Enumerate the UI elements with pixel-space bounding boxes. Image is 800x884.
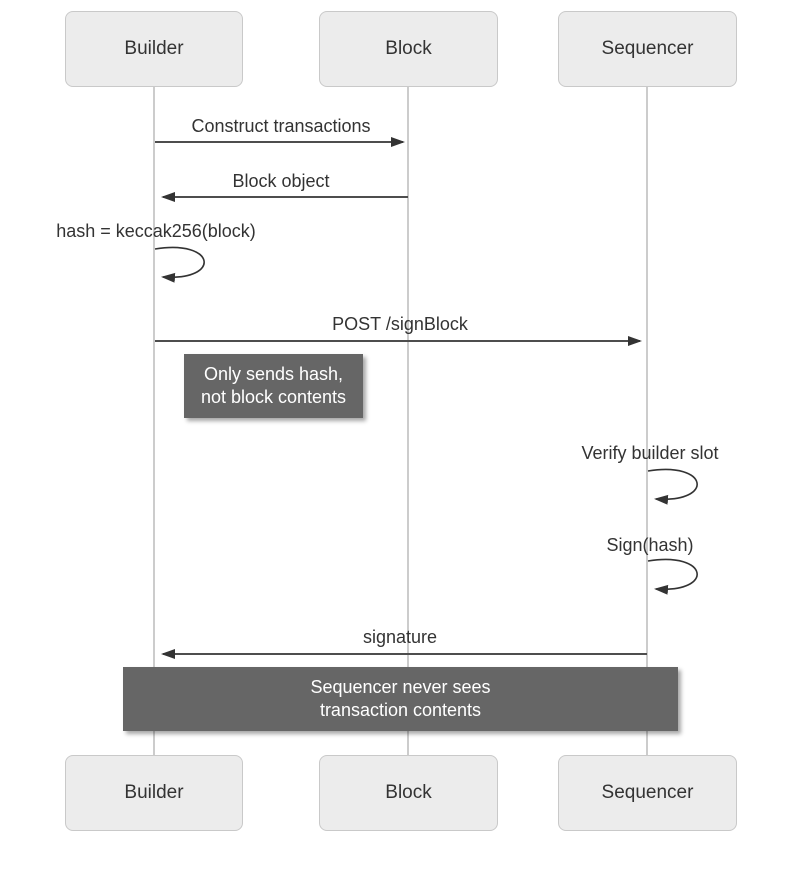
lifeline-block bbox=[407, 87, 409, 755]
lifeline-builder bbox=[153, 87, 155, 755]
participant-sequencer-bottom: Sequencer bbox=[558, 755, 737, 831]
message-label-verify-builder-slot: Verify builder slot bbox=[581, 443, 719, 463]
self-loop-verify-builder-slot bbox=[647, 468, 698, 505]
participant-label: Sequencer bbox=[601, 38, 694, 59]
participant-block-bottom: Block bbox=[319, 755, 498, 831]
message-label-sign-hash: Sign(hash) bbox=[606, 535, 694, 555]
lifeline-sequencer bbox=[646, 87, 648, 755]
note-sequencer-never-sees: Sequencer never sees transaction content… bbox=[123, 667, 678, 731]
participant-block-top: Block bbox=[319, 11, 498, 87]
note-line: not block contents bbox=[200, 387, 347, 407]
message-label-block-object: Block object bbox=[232, 171, 330, 191]
participant-label: Builder bbox=[124, 782, 184, 803]
participant-label: Builder bbox=[124, 38, 184, 59]
participant-builder-top: Builder bbox=[65, 11, 243, 87]
participant-label: Sequencer bbox=[601, 782, 694, 803]
participant-label: Block bbox=[385, 38, 432, 59]
message-label-construct-transactions: Construct transactions bbox=[191, 116, 371, 136]
message-label-hash-keccak256: hash = keccak256(block) bbox=[56, 221, 256, 241]
note-line: transaction contents bbox=[319, 700, 482, 720]
message-label-signature: signature bbox=[362, 627, 438, 647]
participant-label: Block bbox=[385, 782, 432, 803]
self-loop-hash-keccak256 bbox=[154, 246, 205, 283]
participant-builder-bottom: Builder bbox=[65, 755, 243, 831]
note-line: Only sends hash, bbox=[203, 364, 344, 384]
message-label-post-signblock: POST /signBlock bbox=[332, 314, 468, 334]
note-only-sends-hash: Only sends hash, not block contents bbox=[184, 354, 363, 418]
note-line: Sequencer never sees bbox=[310, 677, 491, 697]
self-loop-sign-hash bbox=[647, 558, 698, 595]
participant-sequencer-top: Sequencer bbox=[558, 11, 737, 87]
